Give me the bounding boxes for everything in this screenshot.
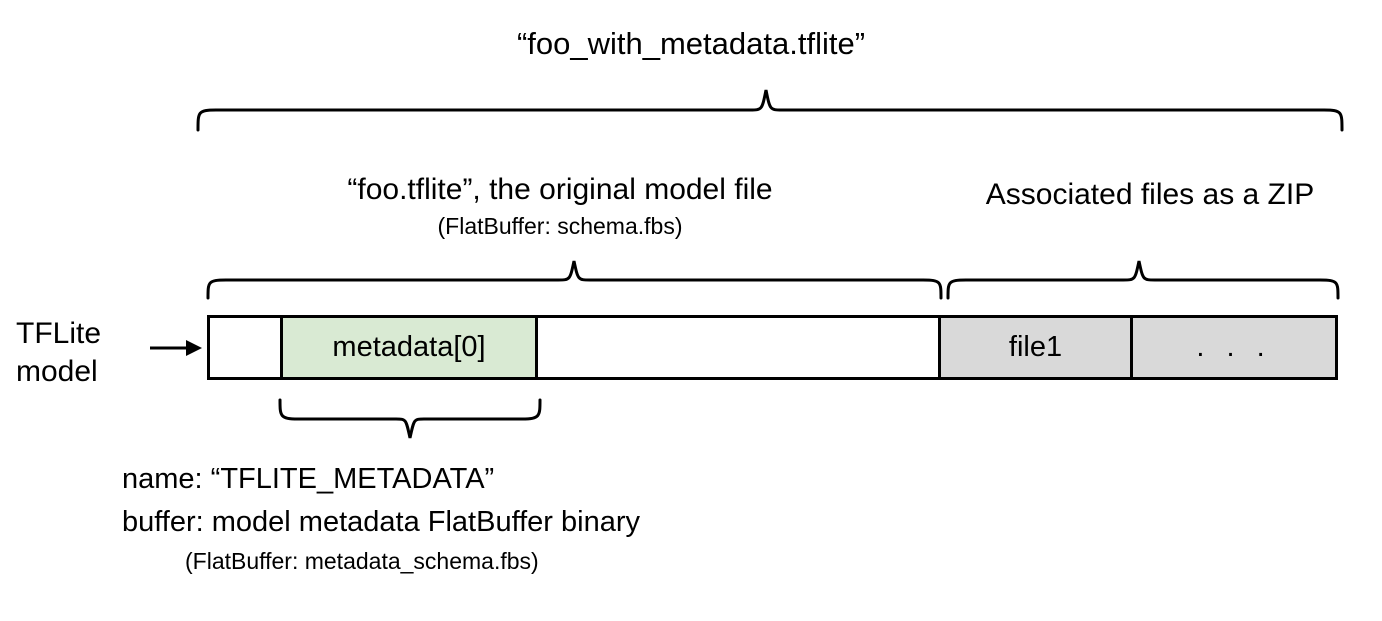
brace-zip-files [946, 260, 1340, 300]
right-arrow-icon [150, 340, 202, 356]
bar-cell-empty-mid [538, 318, 938, 377]
brace-whole-file [196, 89, 1344, 132]
metadata-schema-line: (FlatBuffer: metadata_schema.fbs) [185, 548, 539, 574]
tflite-model-bar: metadata[0] file1 . . . [207, 315, 1338, 380]
zip-files-label: Associated files as a ZIP [985, 178, 1315, 211]
bar-cell-empty-left [210, 318, 280, 377]
bar-cell-metadata-0: metadata[0] [280, 318, 538, 377]
brace-metadata-annotation [278, 398, 542, 439]
metadata-name-line: name: “TFLITE_METADATA” [122, 463, 495, 495]
model-file-sublabel: (FlatBuffer: schema.fbs) [437, 213, 683, 239]
brace-model-file [206, 260, 943, 300]
model-file-label: “foo.tflite”, the original model file [347, 173, 773, 206]
diagram-title: “foo_with_metadata.tflite” [516, 26, 866, 61]
bar-cell-file1: file1 [938, 318, 1133, 377]
metadata-buffer-line: buffer: model metadata FlatBuffer binary [122, 506, 640, 538]
bar-cell-more-files: . . . [1133, 318, 1335, 377]
tflite-model-label: TFLite model [16, 317, 102, 389]
